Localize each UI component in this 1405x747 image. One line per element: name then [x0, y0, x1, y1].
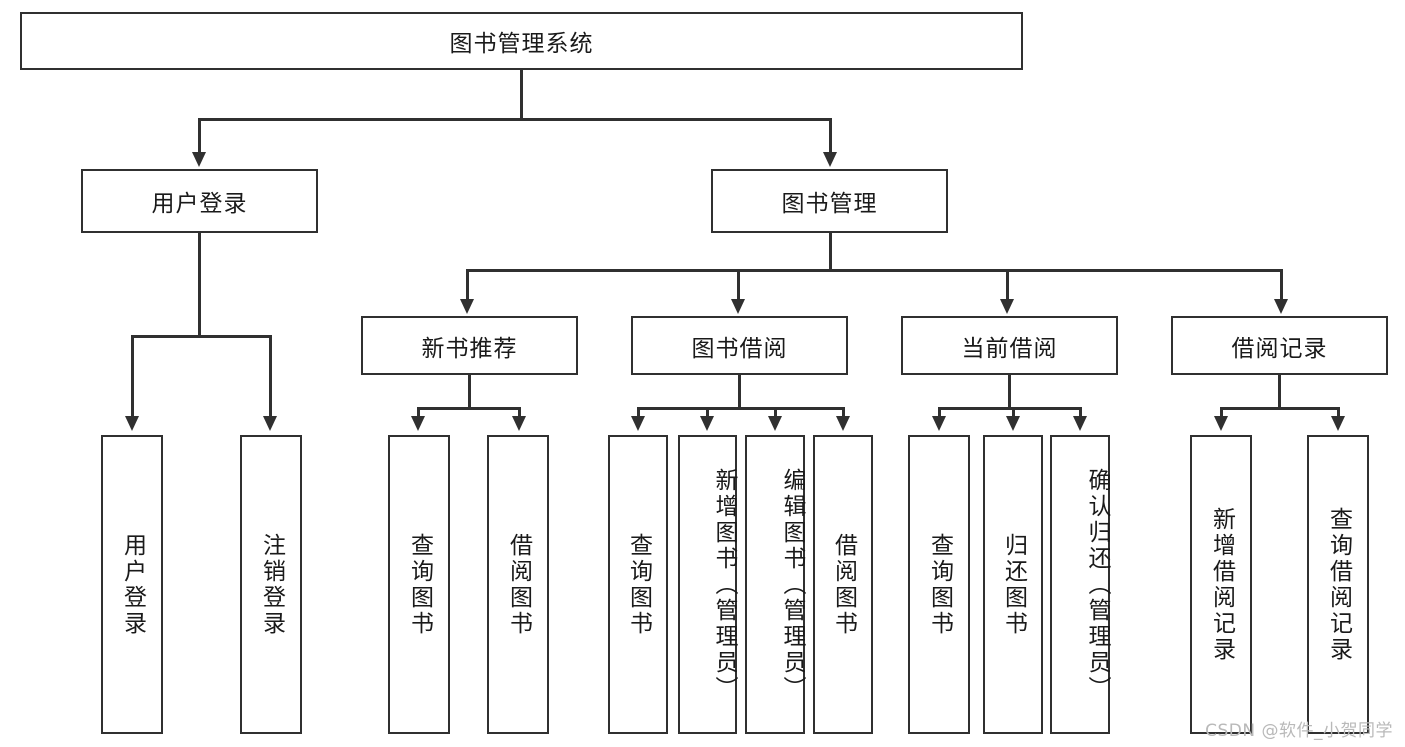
node-leaf-user-logout[interactable]: 注销登录	[240, 435, 302, 734]
edge-bm-to-new-book	[466, 269, 469, 301]
edge-new-book-bus	[417, 407, 521, 410]
node-leaf-borrow-book-2[interactable]: 借阅图书	[813, 435, 873, 734]
edge-root-to-user-login	[198, 118, 201, 154]
edge-book-borrow-stem	[738, 375, 741, 407]
node-user-login[interactable]: 用户登录	[81, 169, 318, 233]
node-current-borrow[interactable]: 当前借阅	[901, 316, 1118, 375]
edge-user-login-bus	[131, 335, 271, 338]
edge-new-book-stem	[468, 375, 471, 407]
edge-root-bus	[198, 118, 832, 121]
node-label: 新增图书（管理员）	[711, 467, 737, 702]
edge-current-borrow-stem	[1008, 375, 1011, 407]
arrowhead-new-book-to-leaf-1	[411, 416, 425, 431]
arrowhead-bb-to-leaf-2	[700, 416, 714, 431]
edge-bb-to-leaf-2	[706, 407, 709, 418]
arrowhead-root-to-book-management	[823, 152, 837, 167]
node-leaf-query-book-1[interactable]: 查询图书	[388, 435, 450, 734]
edge-user-login-stem	[198, 233, 201, 335]
node-label: 当前借阅	[961, 335, 1058, 362]
edge-root-to-book-management	[829, 118, 832, 154]
node-label: 借阅图书	[830, 532, 857, 637]
edge-root-stem	[520, 70, 523, 118]
edge-borrow-record-bus	[1220, 407, 1339, 410]
arrowhead-br-to-leaf-2	[1331, 416, 1345, 431]
arrowhead-br-to-leaf-1	[1214, 416, 1228, 431]
edge-bb-to-leaf-3	[774, 407, 777, 418]
arrowhead-user-login-to-leaf-1	[125, 416, 139, 431]
arrowhead-bm-to-current-borrow	[1000, 299, 1014, 314]
edge-cb-to-leaf-3	[1079, 407, 1082, 418]
node-leaf-query-book-3[interactable]: 查询图书	[908, 435, 970, 734]
node-label: 确认归还（管理员）	[1084, 467, 1110, 702]
edge-br-to-leaf-1	[1220, 407, 1223, 418]
node-label: 用户登录	[119, 532, 146, 637]
node-label: 查询借阅记录	[1325, 506, 1352, 663]
edge-user-login-to-leaf-2	[269, 335, 272, 418]
edge-bm-to-current-borrow	[1006, 269, 1009, 301]
arrowhead-bm-to-book-borrow	[731, 299, 745, 314]
edge-new-book-to-leaf-2	[518, 407, 521, 418]
arrowhead-bb-to-leaf-4	[836, 416, 850, 431]
arrowhead-cb-to-leaf-3	[1073, 416, 1087, 431]
node-root-book-management-system[interactable]: 图书管理系统	[20, 12, 1023, 70]
node-leaf-borrow-book-1[interactable]: 借阅图书	[487, 435, 549, 734]
node-borrow-record[interactable]: 借阅记录	[1171, 316, 1388, 375]
edge-bb-to-leaf-1	[637, 407, 640, 418]
node-label: 借阅记录	[1231, 335, 1328, 362]
edge-bm-to-borrow-record	[1280, 269, 1283, 301]
arrowhead-new-book-to-leaf-2	[512, 416, 526, 431]
edge-book-management-stem	[829, 233, 832, 269]
node-leaf-user-login[interactable]: 用户登录	[101, 435, 163, 734]
node-book-borrow[interactable]: 图书借阅	[631, 316, 848, 375]
edge-bm-to-book-borrow	[737, 269, 740, 301]
edge-br-to-leaf-2	[1337, 407, 1340, 418]
edge-book-borrow-bus	[637, 407, 844, 410]
arrowhead-bm-to-borrow-record	[1274, 299, 1288, 314]
arrowhead-cb-to-leaf-2	[1006, 416, 1020, 431]
node-label: 新增借阅记录	[1208, 506, 1235, 663]
node-new-book-recommend[interactable]: 新书推荐	[361, 316, 578, 375]
node-label: 图书借阅	[691, 335, 788, 362]
node-label: 用户登录	[151, 191, 248, 217]
node-leaf-add-borrow-record[interactable]: 新增借阅记录	[1190, 435, 1252, 734]
node-label: 查询图书	[625, 532, 652, 637]
node-label: 新书推荐	[421, 335, 518, 362]
edge-new-book-to-leaf-1	[417, 407, 420, 418]
node-leaf-query-book-2[interactable]: 查询图书	[608, 435, 668, 734]
node-label: 注销登录	[258, 532, 285, 637]
node-leaf-query-borrow-record[interactable]: 查询借阅记录	[1307, 435, 1369, 734]
edge-borrow-record-stem	[1278, 375, 1281, 407]
node-label: 查询图书	[406, 532, 433, 637]
node-label: 借阅图书	[505, 532, 532, 637]
arrowhead-cb-to-leaf-1	[932, 416, 946, 431]
edge-user-login-to-leaf-1	[131, 335, 134, 418]
edge-cb-to-leaf-2	[1012, 407, 1015, 418]
node-label: 图书管理系统	[449, 31, 594, 57]
node-leaf-return-book[interactable]: 归还图书	[983, 435, 1043, 734]
node-label: 归还图书	[1000, 532, 1027, 637]
arrowhead-root-to-user-login	[192, 152, 206, 167]
arrowhead-bb-to-leaf-1	[631, 416, 645, 431]
node-label: 图书管理	[781, 191, 878, 217]
arrowhead-bm-to-new-book	[460, 299, 474, 314]
edge-book-management-bus	[466, 269, 1283, 272]
node-label: 编辑图书（管理员）	[779, 467, 805, 702]
edge-bb-to-leaf-4	[842, 407, 845, 418]
arrowhead-user-login-to-leaf-2	[263, 416, 277, 431]
node-book-management[interactable]: 图书管理	[711, 169, 948, 233]
node-leaf-confirm-return-admin[interactable]: 确认归还（管理员）	[1050, 435, 1110, 734]
node-leaf-edit-book-admin[interactable]: 编辑图书（管理员）	[745, 435, 805, 734]
edge-cb-to-leaf-1	[938, 407, 941, 418]
arrowhead-bb-to-leaf-3	[768, 416, 782, 431]
node-label: 查询图书	[926, 532, 953, 637]
watermark-text: CSDN @软件_小贺同学	[1205, 721, 1393, 741]
node-leaf-add-book-admin[interactable]: 新增图书（管理员）	[678, 435, 737, 734]
edge-current-borrow-bus	[938, 407, 1082, 410]
